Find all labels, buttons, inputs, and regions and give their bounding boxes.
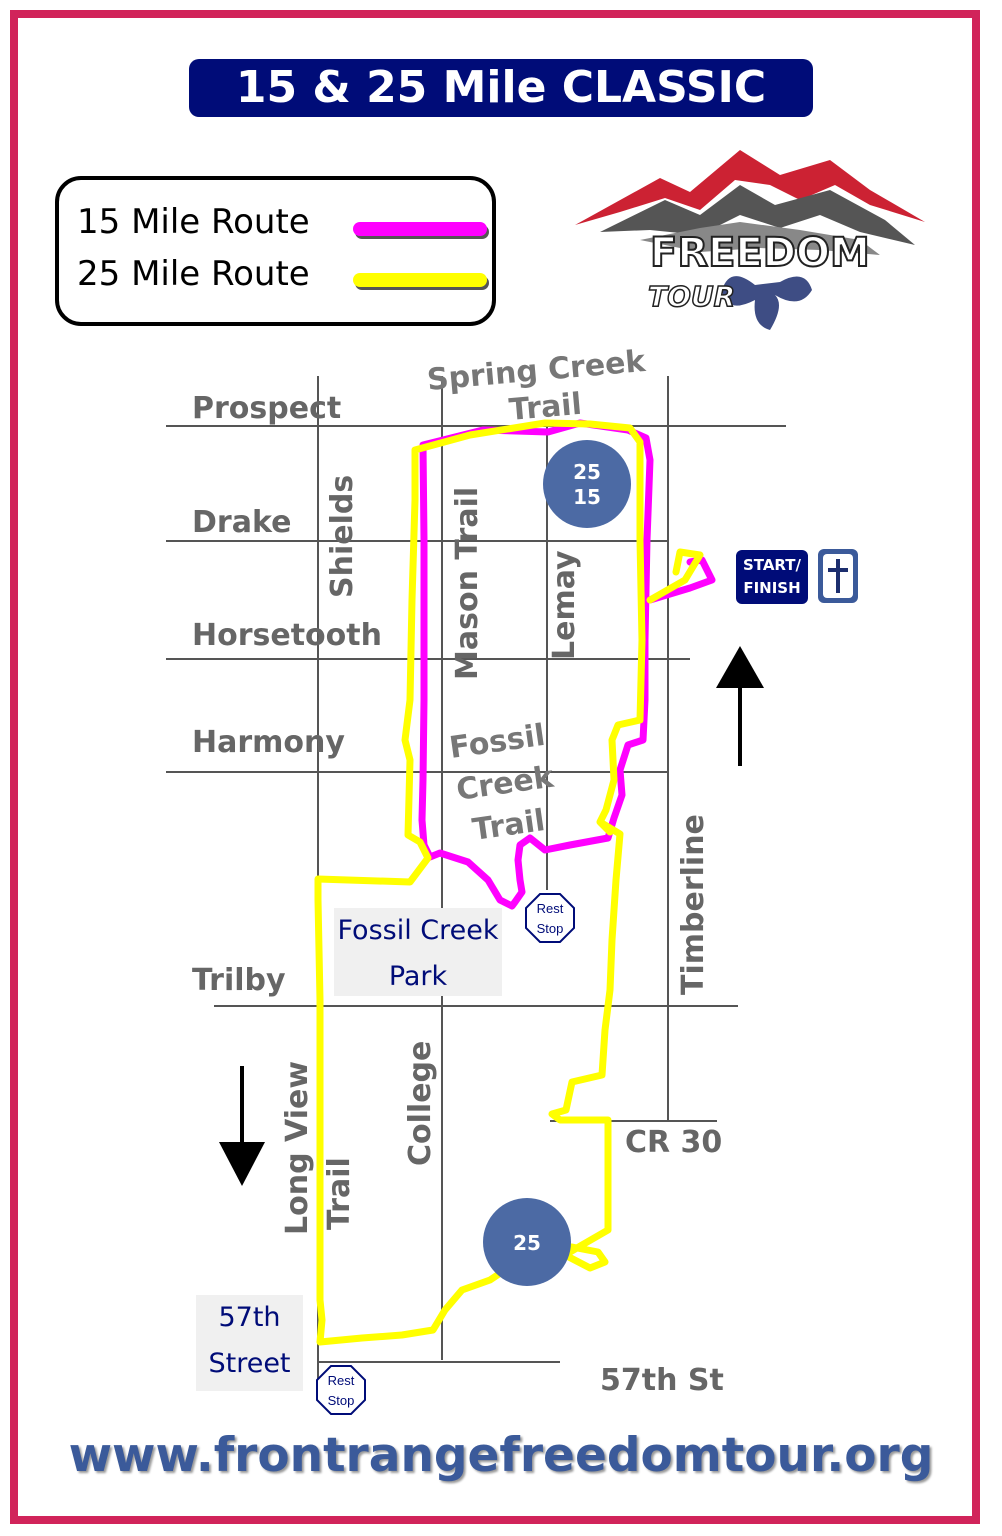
rest-stop-text-3: Rest <box>328 1373 355 1388</box>
mile-marker-25-south: 25 <box>483 1198 571 1286</box>
logo-text-tour: TOUR <box>648 280 735 313</box>
57th-street-line1: 57th <box>218 1302 281 1333</box>
label-harmony: Harmony <box>192 725 345 760</box>
57th-street-line2: Street <box>208 1348 291 1379</box>
fossil-creek-park-line2: Park <box>388 961 448 992</box>
57th-street-label: 57th Street <box>196 1295 303 1391</box>
butterfly-icon <box>722 276 812 330</box>
route-25-mile <box>314 419 704 1346</box>
label-spring-creek-trail: Trail <box>508 387 584 428</box>
label-horsetooth: Horsetooth <box>192 618 382 653</box>
church-logo-icon <box>818 549 858 603</box>
label-trilby: Trilby <box>192 963 286 998</box>
label-college: College <box>403 1041 438 1166</box>
mile-marker-15: 15 <box>573 485 601 509</box>
label-long-view-trail: Trail <box>322 1157 357 1230</box>
mile-marker-25: 25 <box>573 460 601 484</box>
legend-label-15: 15 Mile Route <box>77 202 310 242</box>
poster-frame <box>10 10 980 1524</box>
label-drake: Drake <box>192 505 291 540</box>
start-finish-badge: START/ FINISH <box>736 550 808 604</box>
legend-swatch-15 <box>353 222 487 236</box>
mile-marker-25-15: 25 15 <box>543 440 631 528</box>
route-legend: 15 Mile Route 25 Mile Route <box>55 176 496 326</box>
title-banner: 15 & 25 Mile CLASSIC <box>189 59 813 117</box>
label-mason-trail: Mason Trail <box>450 487 485 680</box>
logo-text-freedom: FREEDOM <box>650 230 870 276</box>
label-timberline: Timberline <box>676 814 711 995</box>
rest-stop-57th: Rest Stop <box>316 1365 366 1415</box>
legend-label-25: 25 Mile Route <box>77 254 310 294</box>
start-finish-line2: FINISH <box>743 579 801 597</box>
label-lemay: Lemay <box>547 550 582 660</box>
fossil-creek-park-label: Fossil Creek Park <box>334 908 502 996</box>
arrow-up-icon <box>716 646 764 766</box>
logo-mountains-icon <box>575 150 925 225</box>
arrow-down-icon <box>219 1066 265 1186</box>
legend-swatch-25 <box>353 273 487 287</box>
website-url[interactable]: www.frontrangefreedomtour.org <box>68 1428 934 1483</box>
rest-stop-fossil-creek: Rest Stop <box>525 893 575 943</box>
rest-stop-text-4: Stop <box>328 1393 355 1408</box>
label-shields: Shields <box>325 475 360 598</box>
label-prospect: Prospect <box>192 391 341 426</box>
mile-marker-25-label: 25 <box>513 1231 541 1255</box>
label-long-view: Long View <box>280 1061 315 1235</box>
start-finish-line1: START/ <box>742 556 802 574</box>
label-fossil-creek: Creek <box>454 760 556 808</box>
label-fossil: Fossil <box>447 718 547 766</box>
label-57th-st: 57th St <box>600 1363 724 1398</box>
fossil-creek-park-line1: Fossil Creek <box>337 915 499 946</box>
rest-stop-text-1: Rest <box>537 901 564 916</box>
rest-stop-text-2: Stop <box>537 921 564 936</box>
label-cr30: CR 30 <box>625 1125 722 1160</box>
freedom-tour-logo: FREEDOM TOUR <box>575 150 925 330</box>
